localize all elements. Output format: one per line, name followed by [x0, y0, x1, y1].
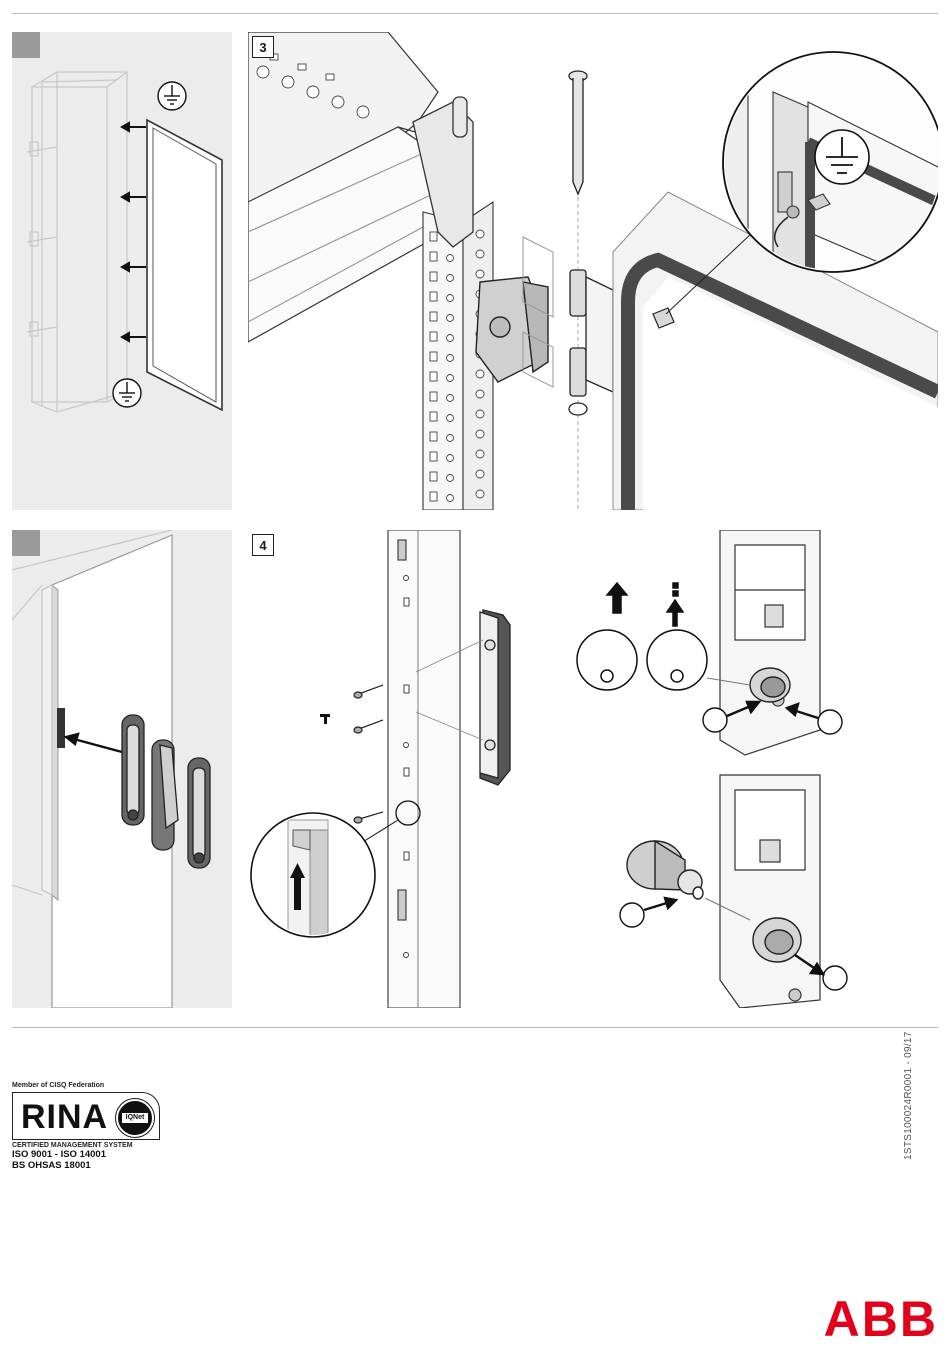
magnifier-icon: [251, 813, 375, 950]
iqnet-badge: IQNet: [116, 1099, 154, 1137]
door-panel: [147, 120, 222, 410]
top-rule: [12, 13, 938, 14]
panel-lock-cylinder: [555, 530, 855, 1008]
ground-symbol-icon: [815, 130, 869, 184]
certification-block: Member of CISQ Federation RINA IQNet CER…: [12, 1082, 172, 1171]
iqnet-badge-text: IQNet: [122, 1113, 148, 1123]
hinge-block: [476, 277, 548, 382]
rina-wordmark: RINA: [21, 1097, 108, 1137]
document-code: 1STS100024R0001 - 09/17: [903, 1040, 919, 1160]
panel-step-3-hinge: 3: [248, 32, 938, 510]
certified-system-text: CERTIFIED MANAGEMENT SYSTEM: [12, 1142, 172, 1149]
panel-marker: [12, 32, 40, 58]
ground-symbol-icon: [113, 379, 141, 407]
panel-handle-lock: [12, 530, 232, 1008]
abb-logo: ABB: [810, 1292, 938, 1346]
lock-cylinder: [627, 841, 703, 899]
step-number-4: 4: [252, 534, 274, 556]
screws: [354, 685, 383, 823]
latch-bar: [480, 610, 510, 785]
bottom-rule: [12, 1027, 938, 1028]
panel-step-4-latch: 4: [248, 530, 518, 1008]
step-number-3: 3: [252, 36, 274, 58]
standards-line-1: ISO 9001 - ISO 14001: [12, 1149, 172, 1160]
panel-marker: [12, 530, 40, 556]
hinge-pin: [569, 71, 587, 194]
cisq-member-text: Member of CISQ Federation: [12, 1082, 172, 1089]
ground-symbol-icon: [158, 82, 186, 110]
panel-frame-door-ground: [12, 32, 232, 510]
rina-logo: RINA IQNet: [12, 1092, 160, 1140]
standards-line-2: BS OHSAS 18001: [12, 1160, 172, 1171]
